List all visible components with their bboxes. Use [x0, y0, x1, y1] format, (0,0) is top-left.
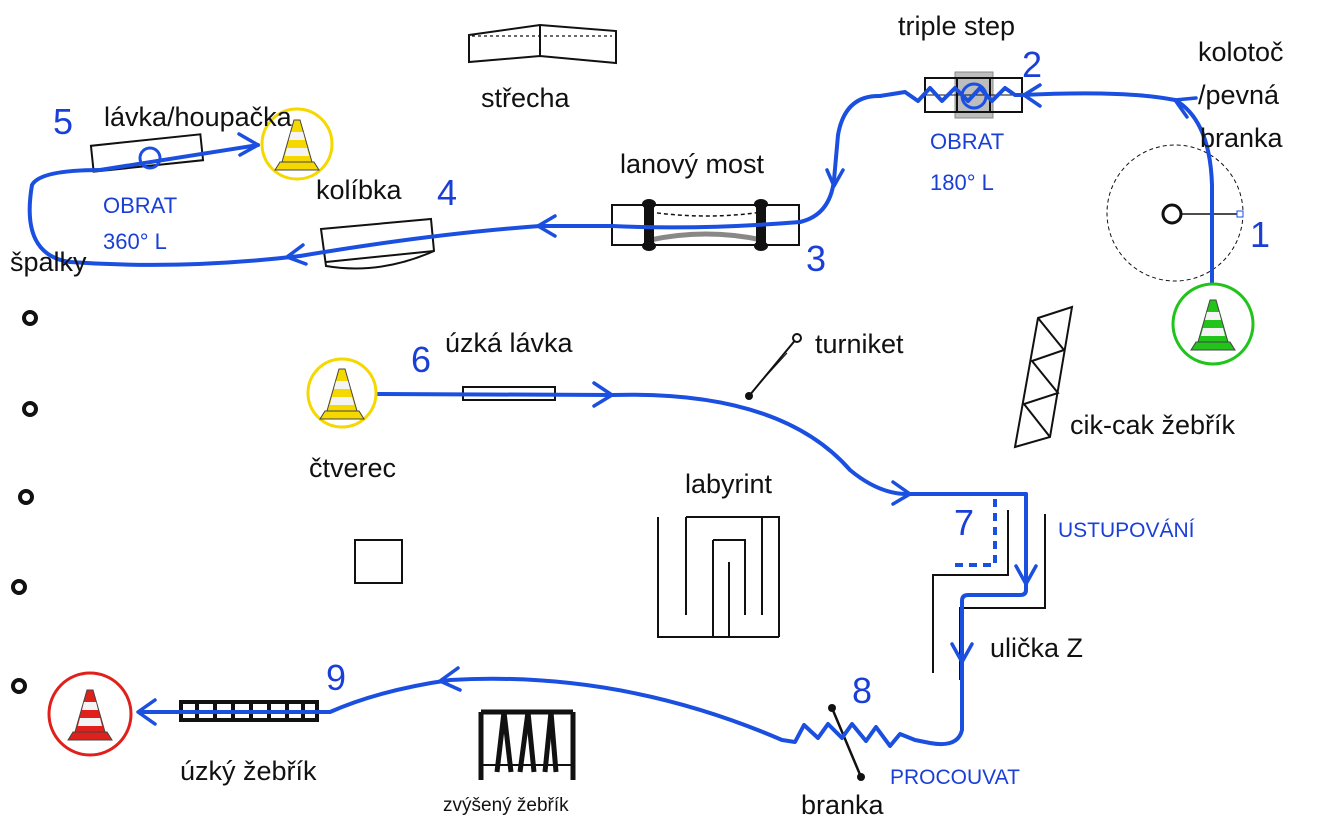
label-narrow-plank: úzká lávka [445, 328, 574, 358]
annotation-back-through: PROCOUVAT [890, 766, 1020, 789]
checkpoint-cone-5 [260, 107, 334, 181]
annotation-turn-360-title: OBRAT [103, 193, 177, 218]
label-z-alley: ulička Z [990, 633, 1083, 663]
annotation-turn-360-dir: 360° L [103, 229, 167, 254]
start-cone [1171, 282, 1255, 366]
log-stump [18, 489, 34, 505]
label-carousel-1: kolotoč [1198, 37, 1284, 67]
label-square: čtverec [309, 453, 396, 483]
station-number-5: 5 [53, 101, 73, 142]
gate-obstacle [828, 704, 865, 781]
square-obstacle [354, 539, 403, 584]
label-turnstile: turniket [815, 329, 904, 359]
station-number-1: 1 [1250, 214, 1270, 255]
label-triple-step: triple step [898, 11, 1015, 41]
log-stump [11, 579, 27, 595]
label-gate: branka [801, 790, 885, 820]
log-stump [11, 678, 27, 694]
checkpoint-cone-6 [306, 357, 378, 429]
annotation-turn-180-dir: 180° L [930, 170, 994, 195]
label-rope-bridge: lanový most [620, 149, 765, 179]
carousel-gate-obstacle [1106, 144, 1244, 282]
station-number-9: 9 [326, 657, 346, 698]
log-stump [22, 310, 38, 326]
label-roof: střecha [481, 83, 571, 113]
label-narrow-ladder: úzký žebřík [180, 756, 317, 786]
station-number-8: 8 [852, 670, 872, 711]
label-raised-ladder: zvýšený žebřík [443, 795, 569, 816]
annotation-turn-180-title: OBRAT [930, 129, 1004, 154]
station-number-2: 2 [1022, 44, 1042, 85]
log-stumps-obstacle [11, 310, 38, 694]
zigzag-ladder-obstacle [1013, 305, 1074, 449]
finish-cone [47, 671, 133, 757]
station-number-7: 7 [954, 502, 974, 543]
label-seesaw: lávka/houpačka [104, 102, 293, 132]
label-labyrinth: labyrint [685, 469, 773, 499]
roof-obstacle [468, 23, 617, 65]
labyrinth-obstacle [657, 516, 780, 638]
station-number-3: 3 [806, 238, 826, 279]
annotation-step-aside: USTUPOVÁNÍ [1058, 519, 1195, 542]
raised-ladder-obstacle [478, 709, 576, 780]
label-cradle: kolíbka [316, 175, 403, 205]
station-number-4: 4 [437, 172, 457, 213]
station-number-6: 6 [411, 339, 431, 380]
label-zigzag-ladder: cik-cak žebřík [1070, 410, 1236, 440]
turnstile-obstacle [745, 333, 802, 400]
label-carousel-2: /pevná [1198, 80, 1280, 110]
label-logs: špalky [10, 247, 87, 277]
seesaw-obstacle [89, 133, 205, 173]
log-stump [22, 401, 38, 417]
course-path [27, 82, 1214, 748]
label-carousel-3: branka [1200, 123, 1284, 153]
